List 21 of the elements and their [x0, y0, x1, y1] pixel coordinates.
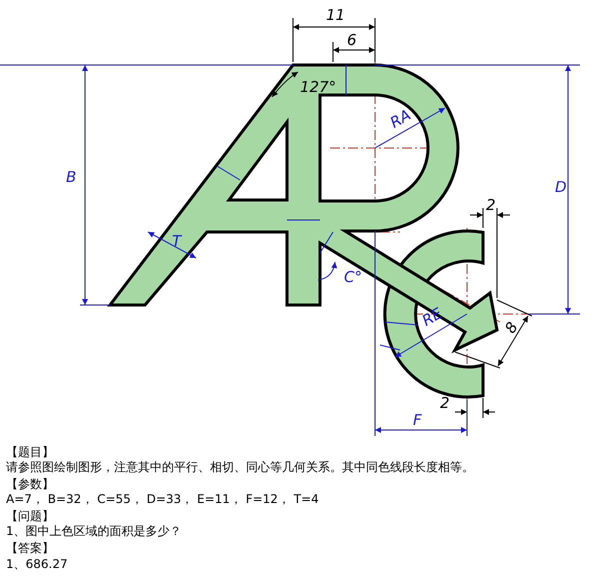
dimension-label: RE	[420, 306, 445, 329]
text-line: 1、686.27	[6, 558, 68, 570]
dimension-label: 2	[440, 396, 450, 411]
dimension-label: T	[172, 234, 182, 249]
dimension-label: 11	[326, 8, 346, 23]
dimension-label: RA	[388, 108, 414, 131]
dimension-label: D	[555, 180, 567, 195]
text-line: 1、图中上色区域的面积是多少？	[6, 525, 182, 537]
dimension-label: F	[413, 413, 422, 428]
section-heading: 【答案】	[6, 542, 54, 554]
dimension-label: 2	[486, 198, 496, 213]
text-line: 请参照图绘制图形，注意其中的平行、相切、同心等几何关系。其中同色线段长度相等。	[6, 461, 474, 473]
dimension-label: B	[66, 170, 76, 185]
dimension-label: C°	[344, 270, 362, 285]
section-heading: 【参数】	[6, 478, 54, 490]
dimension-label: 8	[503, 320, 521, 336]
section-heading: 【问题】	[6, 510, 54, 522]
dimension-label: 127°	[300, 80, 336, 95]
dimension-label: 6	[347, 33, 357, 48]
text-line: A=7， B=32， C=55， D=33， E=11， F=12， T=4	[6, 493, 319, 505]
section-heading: 【题目】	[6, 446, 54, 458]
